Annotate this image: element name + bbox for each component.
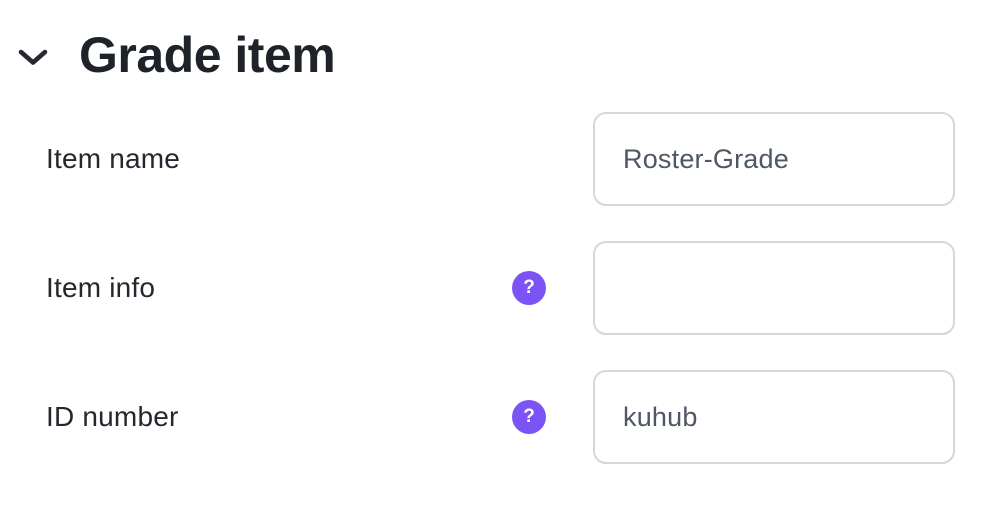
form-row-item-info: Item info ? [0, 241, 996, 335]
id-number-input[interactable] [593, 370, 955, 464]
chevron-down-icon [18, 49, 48, 69]
section-title[interactable]: Grade item [79, 27, 336, 83]
collapse-toggle-button[interactable] [18, 49, 48, 66]
item-name-label: Item name [46, 143, 181, 174]
item-info-input[interactable] [593, 241, 955, 335]
help-slot: ? [512, 271, 546, 305]
form-row-id-number: ID number ? [0, 370, 996, 464]
help-slot: ? [512, 400, 546, 434]
id-number-label: ID number [46, 401, 179, 432]
item-name-input[interactable] [593, 112, 955, 206]
help-icon[interactable]: ? [512, 400, 546, 434]
section-header: Grade item [0, 0, 996, 84]
form-row-item-name: Item name [0, 112, 996, 206]
item-info-label: Item info [46, 272, 156, 303]
help-icon[interactable]: ? [512, 271, 546, 305]
